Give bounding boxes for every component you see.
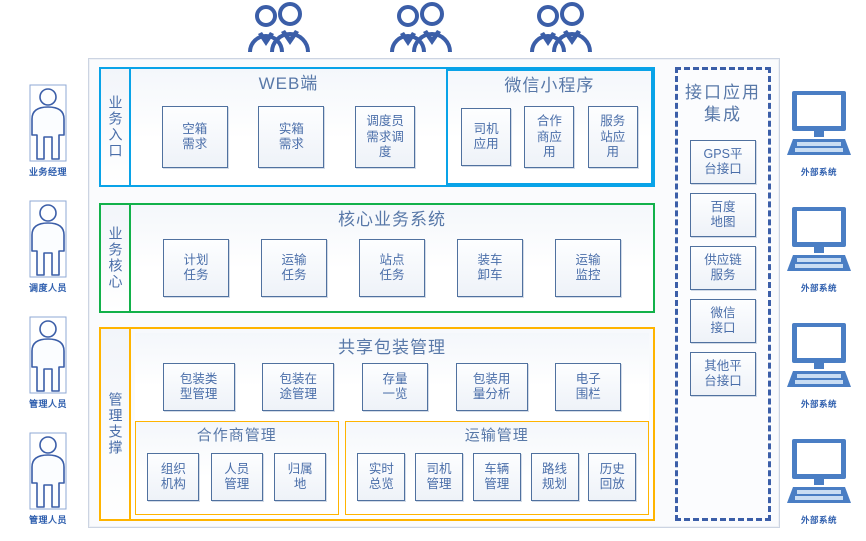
cell-partner-app[interactable]: 合作商应用 xyxy=(524,106,575,169)
external-system-label: 外部系统 xyxy=(800,167,837,177)
panel-title-shared-packaging: 共享包装管理 xyxy=(338,338,446,357)
band-label-business-core: 业务核心 xyxy=(101,205,131,311)
cell-full-container-demand[interactable]: 实箱需求 xyxy=(258,106,325,169)
cell-driver-mgmt[interactable]: 司机管理 xyxy=(415,453,464,502)
cell-personnel-mgmt[interactable]: 人员管理 xyxy=(210,453,263,502)
cell-driver-app[interactable]: 司机应用 xyxy=(461,108,512,167)
actor-label: 业务经理 xyxy=(28,167,67,177)
cell-package-in-transit-mgmt[interactable]: 包装在途管理 xyxy=(262,363,335,412)
cell-wechat-interface[interactable]: 微信接口 xyxy=(690,299,756,344)
cell-vehicle-mgmt[interactable]: 车辆管理 xyxy=(472,453,521,502)
panel-title-interface-integration: 接口应用集成 xyxy=(685,83,761,125)
person-icon xyxy=(8,430,88,512)
person-icon xyxy=(8,82,88,164)
panel-title-transport-management: 运输管理 xyxy=(464,427,529,444)
actor-column: 业务经理 调度人员 管理人员 xyxy=(8,72,88,534)
cell-empty-container-demand[interactable]: 空箱需求 xyxy=(161,106,228,169)
user-group-icon-1 xyxy=(238,2,318,58)
cell-baidu-map[interactable]: 百度地图 xyxy=(690,193,756,238)
external-system-1: 外部系统 xyxy=(776,84,862,194)
panel-web: WEB端 空箱需求 实箱需求 调度员需求调度 xyxy=(131,69,446,185)
person-icon xyxy=(8,314,88,396)
cell-geofence[interactable]: 电子围栏 xyxy=(555,363,622,412)
cell-service-station-app[interactable]: 服务站应用 xyxy=(587,106,638,169)
cell-other-platform-interface[interactable]: 其他平台接口 xyxy=(690,352,756,397)
cell-supply-chain-service[interactable]: 供应链服务 xyxy=(690,246,756,291)
cell-route-planning[interactable]: 路线规划 xyxy=(530,453,579,502)
panel-title-partner-management: 合作商管理 xyxy=(196,427,277,444)
external-system-2: 外部系统 xyxy=(776,200,862,310)
external-systems-column: 外部系统 外部系统 xyxy=(776,78,862,538)
cell-stock-overview[interactable]: 存量一览 xyxy=(361,363,428,412)
user-group-icon-2 xyxy=(380,2,460,58)
cell-affiliation-area[interactable]: 归属地 xyxy=(274,453,327,502)
cell-dispatcher-demand-scheduling[interactable]: 调度员需求调度 xyxy=(355,106,416,169)
panel-interface-integration: 接口应用集成 GPS平台接口 百度地图 供应链服务 微信接口 其他平台接口 xyxy=(675,67,771,521)
system-frame: 业务入口 WEB端 空箱需求 实箱需求 调度员需求调度 微信小程序 司机应用 合… xyxy=(88,58,780,528)
cell-plan-task[interactable]: 计划任务 xyxy=(163,239,229,298)
actor-admin-1: 管理人员 xyxy=(8,314,88,426)
cell-load-unload[interactable]: 装车卸车 xyxy=(457,239,523,298)
actor-dispatcher: 调度人员 xyxy=(8,198,88,310)
band-label-business-entry: 业务入口 xyxy=(101,69,131,185)
desktop-computer-icon xyxy=(776,316,862,398)
panel-title-wechat: 微信小程序 xyxy=(504,76,595,95)
actor-label: 管理人员 xyxy=(28,515,67,525)
person-icon xyxy=(8,198,88,280)
cell-gps-platform-interface[interactable]: GPS平台接口 xyxy=(690,140,756,185)
cell-transport-monitoring[interactable]: 运输监控 xyxy=(555,239,621,298)
actor-admin-2: 管理人员 xyxy=(8,430,88,541)
actor-label: 管理人员 xyxy=(28,399,67,409)
actor-business-manager: 业务经理 xyxy=(8,82,88,194)
panel-partner-management: 合作商管理 组织机构 人员管理 归属地 xyxy=(135,421,339,515)
panel-transport-management: 运输管理 实时总览 司机管理 车辆管理 路线规划 历史回放 xyxy=(344,421,649,515)
band-business-core: 业务核心 核心业务系统 计划任务 运输任务 站点任务 装车卸车 运输监控 xyxy=(99,203,655,313)
panel-wechat-miniprogram: 微信小程序 司机应用 合作商应用 服务站应用 xyxy=(445,69,653,185)
external-system-label: 外部系统 xyxy=(800,399,837,409)
band-label-management-support: 管理支撑 xyxy=(101,329,131,519)
panel-core-business-system: 核心业务系统 计划任务 运输任务 站点任务 装车卸车 运输监控 xyxy=(131,205,653,311)
cell-transport-task[interactable]: 运输任务 xyxy=(261,239,327,298)
cell-history-playback[interactable]: 历史回放 xyxy=(588,453,637,502)
band-business-entry: 业务入口 WEB端 空箱需求 实箱需求 调度员需求调度 微信小程序 司机应用 合… xyxy=(99,67,655,187)
panel-shared-packaging: 共享包装管理 包装类型管理 包装在途管理 存量一览 包装用量分析 电子围栏 xyxy=(135,333,649,421)
external-system-4: 外部系统 xyxy=(776,432,862,541)
cell-organization[interactable]: 组织机构 xyxy=(147,453,200,502)
external-system-label: 外部系统 xyxy=(800,283,837,293)
cell-package-usage-analysis[interactable]: 包装用量分析 xyxy=(455,363,528,412)
desktop-computer-icon xyxy=(776,200,862,282)
external-system-label: 外部系统 xyxy=(800,515,837,525)
cell-realtime-overview[interactable]: 实时总览 xyxy=(357,453,406,502)
user-group-icon-3 xyxy=(520,2,600,58)
cell-package-type-mgmt[interactable]: 包装类型管理 xyxy=(162,363,235,412)
top-user-groups xyxy=(0,0,866,58)
panel-title-web: WEB端 xyxy=(258,74,319,93)
external-system-3: 外部系统 xyxy=(776,316,862,426)
cell-station-task[interactable]: 站点任务 xyxy=(359,239,425,298)
desktop-computer-icon xyxy=(776,84,862,166)
band-management-support: 管理支撑 共享包装管理 包装类型管理 包装在途管理 存量一览 包装用量分析 电子… xyxy=(99,327,655,521)
panel-title-core-business-system: 核心业务系统 xyxy=(338,210,446,229)
desktop-computer-icon xyxy=(776,432,862,514)
actor-label: 调度人员 xyxy=(28,283,67,293)
